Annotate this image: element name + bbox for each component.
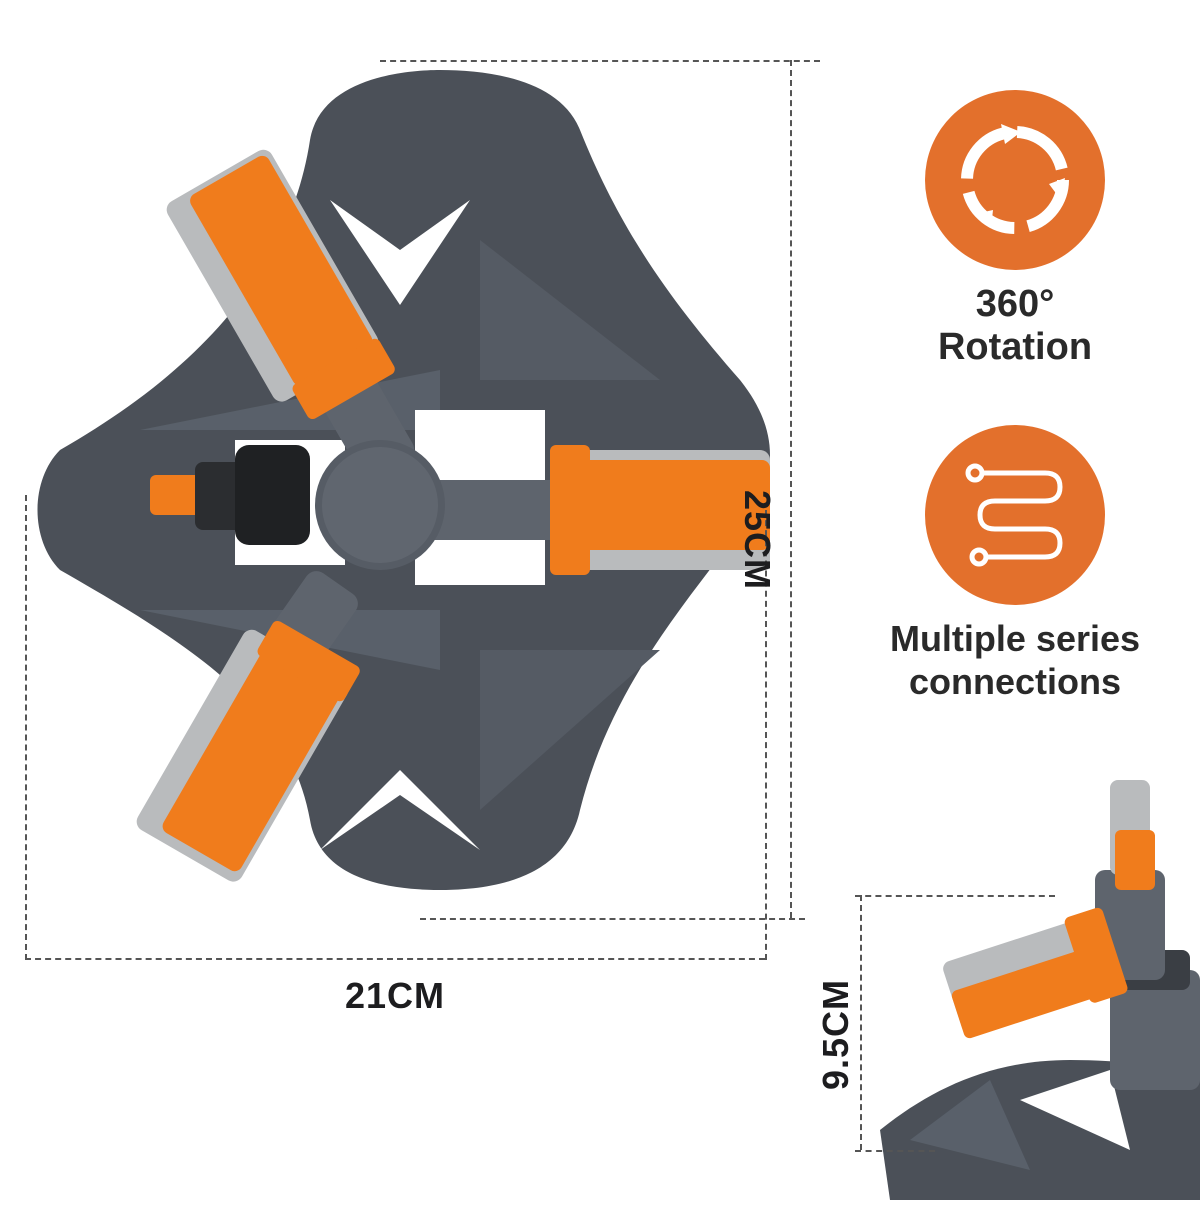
- sprinkler-side-icon: [880, 780, 1200, 1200]
- height-dimension-top-tick: [380, 60, 820, 62]
- side-height-bottom-tick: [855, 1150, 935, 1152]
- series-feature-title: Multiple series: [889, 618, 1141, 659]
- side-height-top-tick: [855, 895, 1055, 897]
- height-dimension-line: [790, 60, 792, 918]
- width-dimension-line: [25, 958, 765, 960]
- width-dimension-tick-left: [25, 495, 27, 960]
- side-height-dimension-line: [860, 895, 862, 1150]
- width-dimension-label: 21CM: [345, 975, 446, 1016]
- rotation-feature-subtitle: Rotation: [937, 326, 1093, 368]
- sprinkler-top-icon: [37, 70, 770, 890]
- height-dimension-bottom-tick: [420, 918, 805, 920]
- sprinkler-top-view: [20, 50, 780, 930]
- side-height-dimension-label: 9.5CM: [815, 978, 856, 1090]
- rotation-icon: [961, 124, 1069, 234]
- rotation-feature-badge: [925, 90, 1105, 270]
- rotation-feature-title: 360°: [975, 283, 1055, 325]
- width-dimension-tick-right: [765, 510, 767, 960]
- series-connection-icon: [965, 463, 1063, 567]
- height-dimension-label: 25CM: [737, 490, 778, 591]
- series-feature-badge: [925, 425, 1105, 605]
- series-feature-subtitle: connections: [908, 661, 1122, 702]
- sprinkler-side-view: [870, 770, 1200, 1200]
